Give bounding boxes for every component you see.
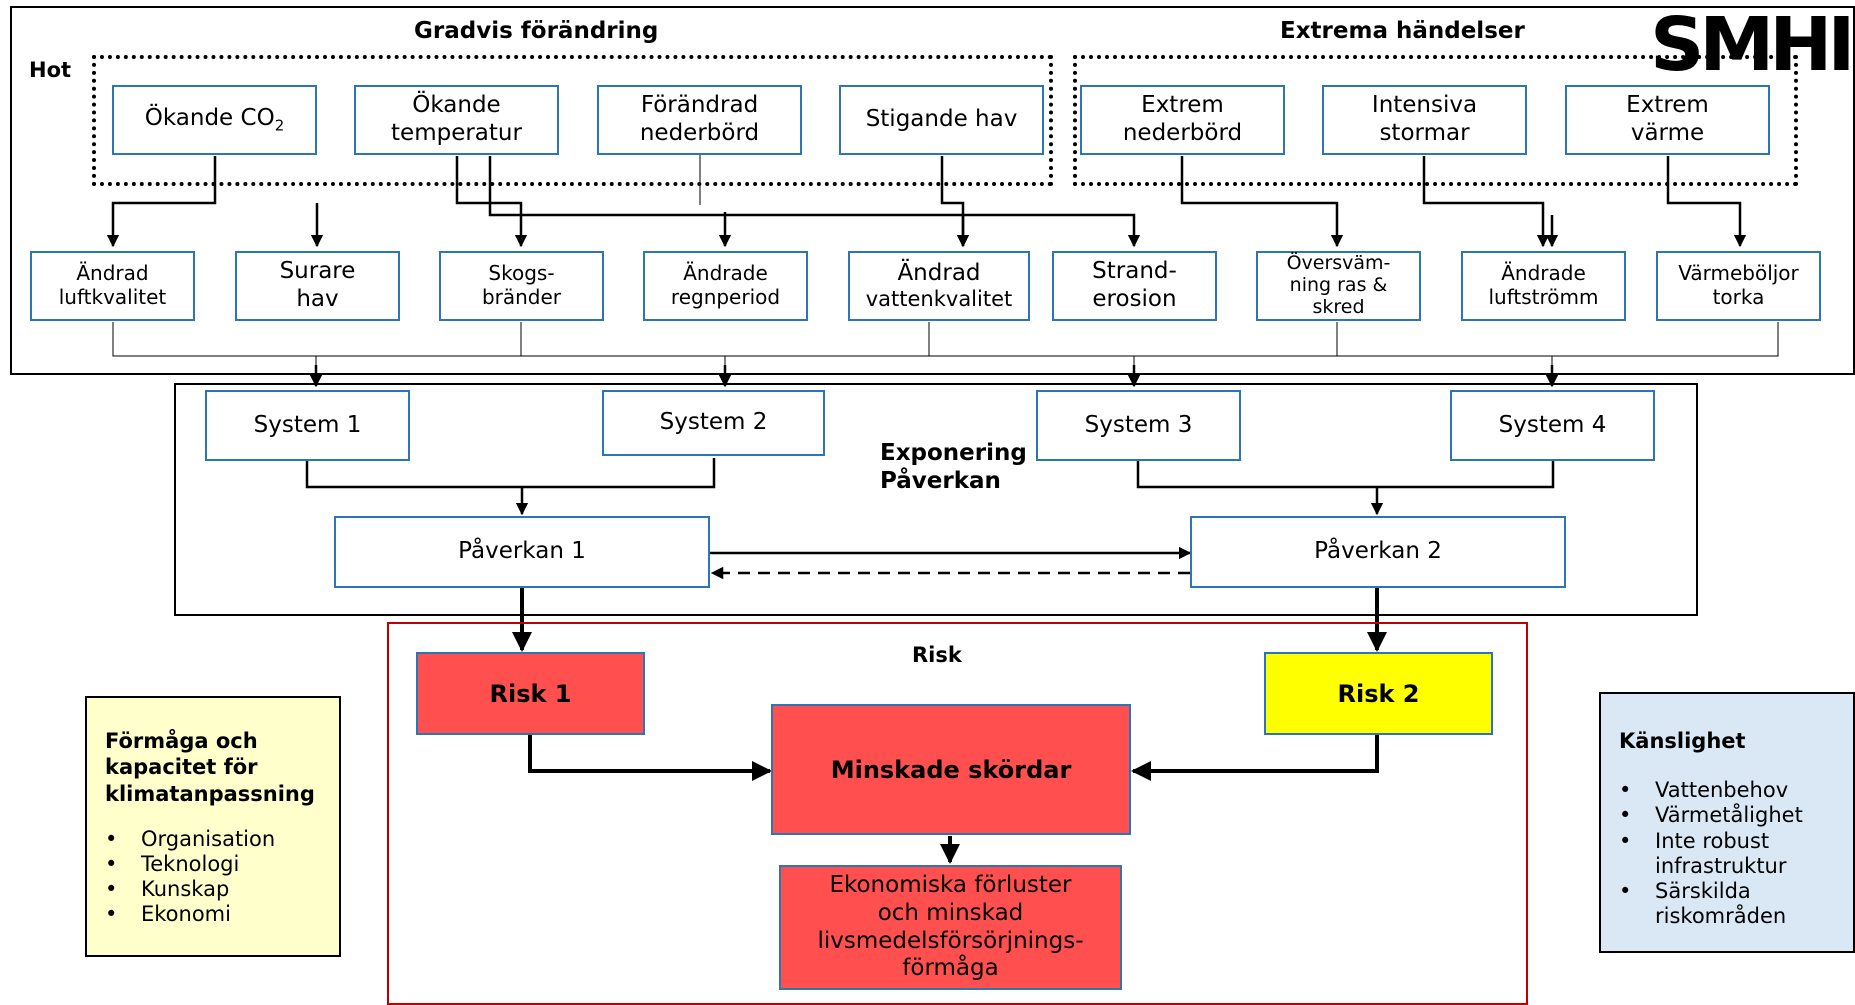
impact-2: Påverkan 2 — [1190, 516, 1566, 588]
extreme-events-heading: Extrema händelser — [1280, 18, 1525, 44]
gradual-change-dotted-frame — [92, 55, 1053, 186]
gradual-change-heading: Gradvis förändring — [414, 18, 659, 44]
reduced-harvests-box: Minskade skördar — [771, 704, 1131, 835]
system-2: System 2 — [602, 390, 825, 456]
threat-co2: Ökande CO2 — [112, 85, 317, 155]
impact-1: Påverkan 1 — [334, 516, 710, 588]
sensitivity-list: Vattenbehov Värmetålighet Inte robust in… — [1619, 778, 1835, 929]
system-3: System 3 — [1036, 390, 1241, 461]
hot-frame — [10, 6, 1855, 375]
system-4: System 4 — [1450, 390, 1655, 461]
exposure-frame — [174, 383, 1698, 616]
adaptive-capacity-list: Organisation Teknologi Kunskap Ekonomi — [105, 827, 321, 928]
smhi-logo: SMHI — [1650, 2, 1855, 88]
effect-forest-fires: Skogs-bränder — [439, 251, 604, 321]
hot-label: Hot — [29, 58, 72, 82]
list-item: Värmetålighet — [1619, 803, 1835, 828]
risk-frame — [387, 622, 1528, 1005]
threat-sea-level: Stigande hav — [839, 85, 1044, 155]
effect-flooding-landslide: Översväm-ning ras &skred — [1256, 251, 1421, 321]
list-item: Särskilda riskområden — [1619, 879, 1835, 929]
risk-1-box: Risk 1 — [416, 652, 645, 735]
list-item: Vattenbehov — [1619, 778, 1835, 803]
sensitivity-box: Känslighet Vattenbehov Värmetålighet Int… — [1599, 692, 1855, 953]
extreme-events-dotted-frame — [1073, 55, 1798, 186]
list-item: Organisation — [105, 827, 321, 852]
list-item: Kunskap — [105, 877, 321, 902]
sensitivity-title: Känslighet — [1619, 729, 1746, 753]
list-item: Inte robust infrastruktur — [1619, 829, 1835, 879]
list-item: Teknologi — [105, 852, 321, 877]
effect-coastal-erosion: Strand-erosion — [1052, 251, 1217, 321]
risk-label: Risk — [912, 643, 962, 667]
list-item: Ekonomi — [105, 902, 321, 927]
risk-2-box: Risk 2 — [1264, 652, 1493, 735]
system-1: System 1 — [205, 390, 410, 461]
